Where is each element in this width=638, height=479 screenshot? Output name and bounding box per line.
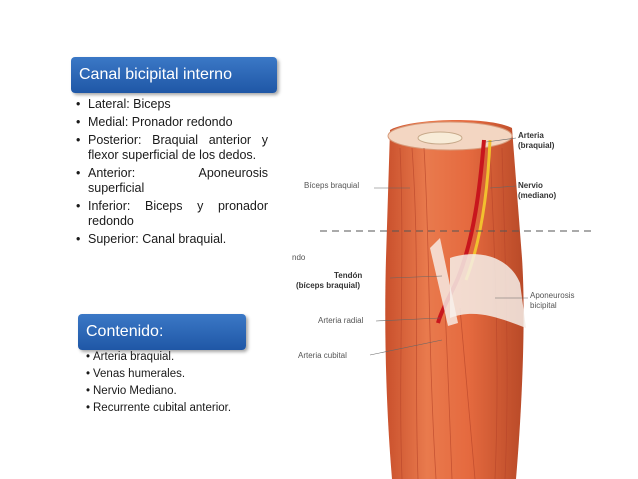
list-item: Venas humerales. — [86, 367, 276, 381]
label-arteria: Arteria — [518, 131, 544, 140]
contents-list: Arteria braquial. Venas humerales. Nervi… — [86, 350, 276, 418]
biceps-tendon — [430, 238, 458, 326]
canal-limits-list: Lateral: Biceps Medial: Pronador redondo… — [76, 97, 268, 250]
section-title-contenido: Contenido: — [78, 314, 246, 350]
list-item: Lateral: Biceps — [76, 97, 268, 112]
label-tendon-biceps: (bíceps braquial) — [296, 281, 360, 290]
label-arteria-cubital: Arteria cubital — [298, 351, 347, 360]
list-item-continuation: flexor superficial de los dedos. — [88, 148, 257, 162]
list-item: Nervio Mediano. — [86, 384, 276, 398]
label-ndo: ndo — [292, 253, 306, 262]
bicipital-aponeurosis — [450, 254, 526, 328]
list-item-text: Lateral: Biceps — [88, 97, 171, 111]
section-title-text: Canal bicipital interno — [79, 66, 232, 83]
label-mediano: (mediano) — [518, 191, 557, 200]
section-title-canal: Canal bicipital interno — [71, 57, 277, 93]
label-nervio: Nervio — [518, 181, 543, 190]
list-item-continuation: redondo — [88, 214, 134, 228]
label-aponeurosis: Aponeurosis — [530, 291, 574, 300]
list-item: Superior: Canal braquial. — [76, 232, 268, 247]
list-item: Medial: Pronador redondo — [76, 115, 268, 130]
section-title-text: Contenido: — [86, 323, 164, 340]
list-item: Arteria braquial. — [86, 350, 276, 364]
label-arteria-radial: Arteria radial — [318, 316, 364, 325]
label-biceps: Bíceps braquial — [304, 181, 359, 190]
leader-lines — [369, 137, 528, 356]
list-item-text: Posterior: Braquial anterior y — [88, 133, 268, 147]
label-tendon: Tendón — [334, 271, 362, 280]
list-item: Recurrente cubital anterior. — [86, 401, 276, 415]
list-item-text: Medial: Pronador redondo — [88, 115, 233, 129]
list-item-continuation: superficial — [88, 181, 145, 195]
anatomy-illustration: Arteria (braquial) Bíceps braquial Nervi… — [292, 119, 595, 479]
bone-section — [417, 131, 463, 145]
list-item-text: Superior: Canal braquial. — [88, 232, 227, 246]
list-item-text: Anterior: Aponeurosis — [88, 166, 268, 180]
list-item-text: Inferior: Biceps y pronador — [88, 199, 268, 213]
label-braquial: (braquial) — [518, 141, 555, 150]
muscle-fibers — [399, 147, 508, 479]
label-bicipital: bicipital — [530, 301, 557, 310]
